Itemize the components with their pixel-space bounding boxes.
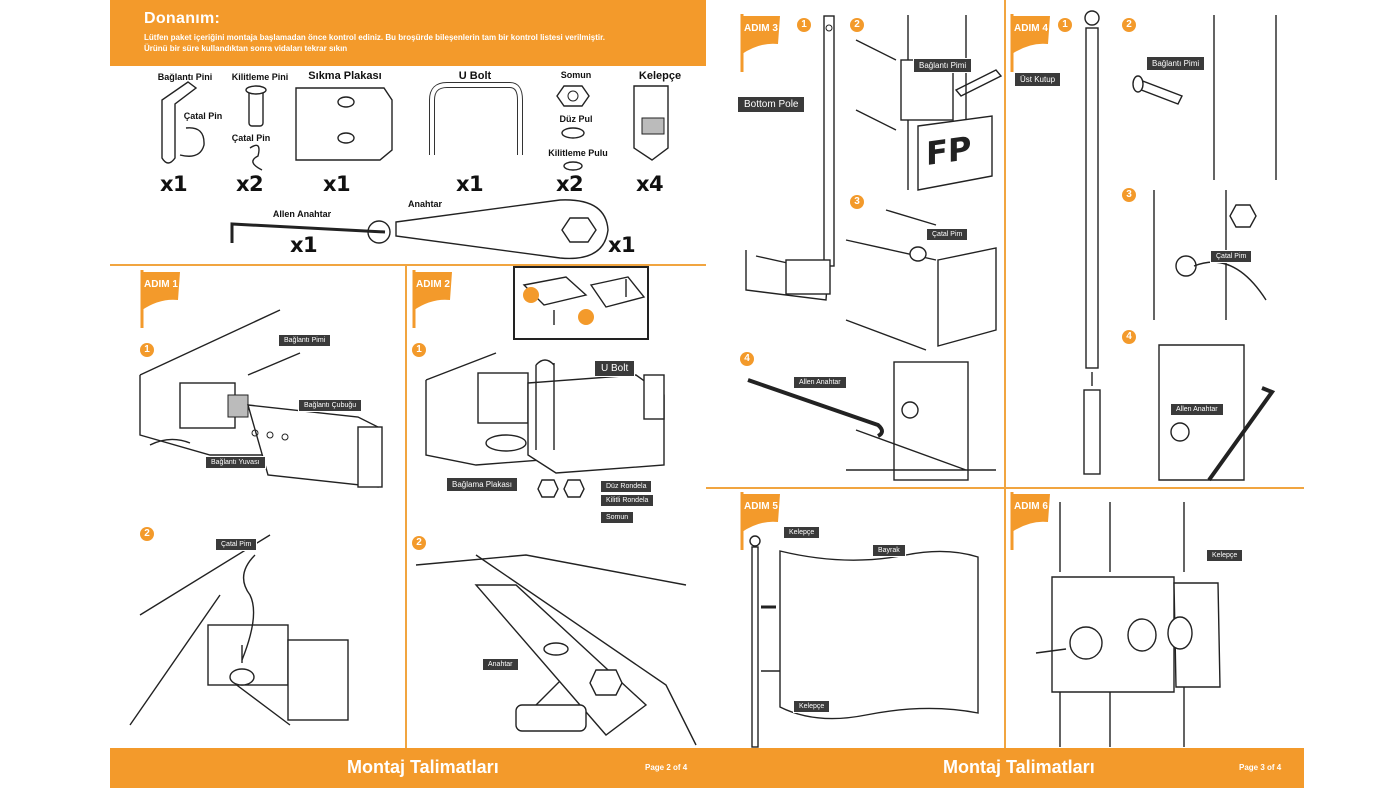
qty-baglanti-pini: x1 bbox=[160, 172, 188, 196]
part-label-kelepce: Kelepçe bbox=[638, 70, 682, 82]
step-label-adim-4: ADIM 4 bbox=[1014, 23, 1048, 34]
qty-kilitleme-pini: x2 bbox=[236, 172, 264, 196]
step6-illustration bbox=[1035, 502, 1221, 747]
divider-right-middle-h bbox=[706, 487, 1304, 489]
part-label-catal-pin-2: Çatal Pin bbox=[231, 133, 271, 143]
step1-substep-1: 1 bbox=[140, 343, 154, 357]
hardware-instructions: Lütfen paket içeriğini montaja başlamada… bbox=[144, 32, 704, 54]
footer-left-page: Page 2 of 4 bbox=[645, 763, 688, 772]
callout-s2-baglama-plakasi: Bağlama Plakası bbox=[446, 477, 519, 492]
callout-s2-somun: Somun bbox=[600, 511, 635, 524]
callout-s3-baglanti-pimi: Bağlantı Pimi bbox=[913, 58, 973, 73]
hardware-header: Donanım: Lütfen paket içeriğini montaja … bbox=[110, 0, 706, 66]
qty-u-bolt: x1 bbox=[456, 172, 484, 196]
callout-s3-allen-anahtar: Allen Anahtar bbox=[793, 376, 847, 389]
part-label-sikma-plakasi: Sıkma Plakası bbox=[308, 70, 382, 82]
part-label-u-bolt: U Bolt bbox=[458, 70, 492, 82]
step4-substep-1: 1 bbox=[1058, 18, 1072, 32]
step-label-adim-5: ADIM 5 bbox=[744, 501, 778, 512]
callout-s3-bottom-pole: Bottom Pole bbox=[737, 96, 806, 113]
step-flag-adim-2: ADIM 2 bbox=[412, 270, 452, 328]
callout-s4-ust-kutup: Üst Kutup bbox=[1014, 72, 1062, 87]
qty-sikma-plakasi: x1 bbox=[323, 172, 351, 196]
part-label-anahtar: Anahtar bbox=[407, 199, 442, 209]
step-flag-adim-1: ADIM 1 bbox=[140, 270, 180, 328]
fp-logo-step3: FP bbox=[926, 128, 972, 174]
step3-substep-4: 4 bbox=[740, 352, 754, 366]
instructions-line-1: Lütfen paket içeriğini montaja başlamada… bbox=[144, 33, 605, 42]
part-label-baglanti-pini: Bağlantı Pini bbox=[157, 72, 213, 82]
step-label-adim-1: ADIM 1 bbox=[144, 279, 178, 290]
hardware-title: Donanım: bbox=[144, 10, 221, 27]
callout-s2-kilitli-rondela: Kilitli Rondela bbox=[600, 494, 655, 507]
step3-illustration bbox=[745, 15, 1003, 481]
part-label-duz-pul: Düz Pul bbox=[559, 114, 593, 124]
step4-substep-2: 2 bbox=[1122, 18, 1136, 32]
callout-s4-baglanti-pimi: Bağlantı Pimi bbox=[1146, 56, 1206, 71]
step1-illustration bbox=[129, 309, 383, 726]
part-label-allen-anahtar: Allen Anahtar bbox=[272, 209, 332, 219]
qty-kelepce: x4 bbox=[636, 172, 664, 196]
callout-s1-baglanti-pimi: Bağlantı Pimi bbox=[278, 334, 332, 347]
step2-substep-2: 2 bbox=[412, 536, 426, 550]
step-flag-adim-5: ADIM 5 bbox=[740, 492, 780, 550]
divider-left-top bbox=[110, 264, 706, 266]
step-label-adim-2: ADIM 2 bbox=[416, 279, 450, 290]
footer-left-title: Montaj Talimatları bbox=[347, 757, 499, 777]
footer-right-page: Page 3 of 4 bbox=[1239, 763, 1282, 772]
step5-illustration bbox=[749, 535, 979, 748]
step4-substep-4: 4 bbox=[1122, 330, 1136, 344]
callout-s6-kelepce: Kelepçe bbox=[1206, 549, 1244, 562]
callout-s1-baglanti-cubugu: Bağlantı Çubuğu bbox=[298, 399, 363, 412]
step3-substep-2: 2 bbox=[850, 18, 864, 32]
footer-left: Montaj Talimatları Page 2 of 4 bbox=[110, 748, 706, 788]
callout-s4-catal-pim: Çatal Pim bbox=[1210, 250, 1253, 263]
callout-s1-baglanti-yuvasi: Bağlantı Yuvası bbox=[205, 456, 266, 469]
divider-left-middle bbox=[405, 264, 407, 748]
callout-s3-catal-pim: Çatal Pim bbox=[926, 228, 969, 241]
callout-s2-duz-rondela: Düz Rondela bbox=[600, 480, 653, 493]
qty-anahtar: x1 bbox=[608, 233, 636, 257]
footer-right: Montaj Talimatları Page 3 of 4 bbox=[706, 748, 1304, 788]
step-label-adim-3: ADIM 3 bbox=[744, 23, 778, 34]
callout-s2-u-bolt: U Bolt bbox=[594, 360, 636, 377]
part-label-kilitleme-pulu: Kilitleme Pulu bbox=[548, 148, 608, 158]
part-label-kilitleme-pini: Kilitleme Pini bbox=[231, 72, 289, 82]
step2-substep-1: 1 bbox=[412, 343, 426, 357]
callout-s2-anahtar: Anahtar bbox=[482, 658, 519, 671]
part-label-somun: Somun bbox=[560, 70, 592, 80]
step-flag-adim-4: ADIM 4 bbox=[1010, 14, 1050, 72]
parts-illustration bbox=[161, 81, 669, 260]
step3-substep-3: 3 bbox=[850, 195, 864, 209]
step1-substep-2: 2 bbox=[140, 527, 154, 541]
footer-right-title: Montaj Talimatları bbox=[943, 757, 1095, 777]
step2-illustration bbox=[415, 266, 697, 746]
callout-s4-allen-anahtar: Allen Anahtar bbox=[1170, 403, 1224, 416]
divider-right-middle bbox=[1004, 0, 1006, 748]
instructions-line-2: Ürünü bir süre kullandıktan sonra vidala… bbox=[144, 44, 348, 53]
step-flag-adim-3: ADIM 3 bbox=[740, 14, 780, 72]
step4-substep-3: 3 bbox=[1122, 188, 1136, 202]
step-flag-adim-6: ADIM 6 bbox=[1010, 492, 1050, 550]
qty-allen-anahtar: x1 bbox=[290, 233, 318, 257]
callout-s5-bayrak: Bayrak bbox=[872, 544, 906, 557]
callout-s5-kelepce-bottom: Kelepçe bbox=[793, 700, 831, 713]
step-label-adim-6: ADIM 6 bbox=[1014, 501, 1048, 512]
callout-s5-kelepce-top: Kelepçe bbox=[783, 526, 821, 539]
qty-somun: x2 bbox=[556, 172, 584, 196]
part-label-catal-pin-1: Çatal Pin bbox=[183, 111, 223, 121]
step3-substep-1: 1 bbox=[797, 18, 811, 32]
callout-s1-catal-pim: Çatal Pim bbox=[215, 538, 258, 551]
